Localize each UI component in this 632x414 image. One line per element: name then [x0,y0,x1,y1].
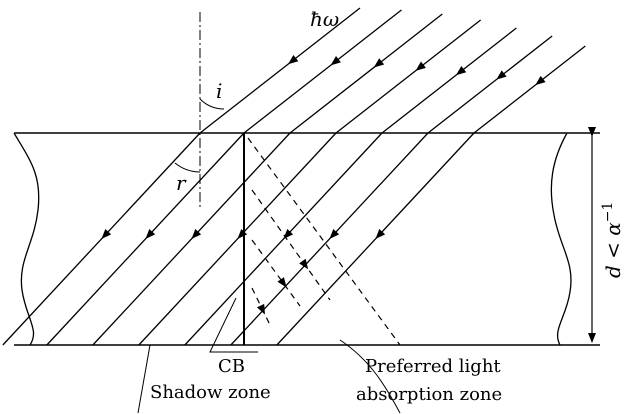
refracted-ray [276,132,475,346]
incident-ray-arrowhead [455,65,467,76]
incident-ray-arrowhead [496,70,507,80]
incident-ray [427,35,553,134]
incident-ray-arrowhead [288,54,299,65]
refraction-angle-arc [174,162,201,173]
refraction-angle-label: r [176,171,187,195]
refracted-ray-arrowhead [237,228,248,239]
preferred-zone-label-line1: Preferred light [365,356,501,377]
refracted-ray-arrowhead [191,228,202,239]
cb-leader-line [209,297,258,353]
incident-ray-arrowhead [415,61,426,71]
dashed-ray-group [247,137,401,346]
refracted-ray [184,132,383,346]
dashed-ray [247,137,401,346]
dashed-ray-arrowhead [256,303,265,315]
refracted-ray-group [2,132,475,346]
dashed-ray [251,287,271,326]
incidence-angle-label: i [216,79,222,103]
slab-right-break-edge [550,132,572,346]
slab-left-break-edge [13,132,40,346]
preferred-zone-leader-line [339,339,401,414]
refracted-ray-arrowhead [283,228,294,239]
dashed-ray-arrowhead [299,258,309,270]
refracted-ray-arrowhead [145,228,156,239]
cb-label: CB [218,356,245,377]
incident-ray [381,27,517,134]
refracted-ray-arrowhead [375,228,386,239]
incident-ray-arrowhead [330,56,341,66]
refracted-ray [46,132,245,346]
photon-energy-label: ħω [310,7,339,31]
incident-ray [473,45,586,134]
refracted-ray-arrowhead [101,228,112,239]
thickness-label: d < α−1 [600,202,625,278]
shadow-zone-label: Shadow zone [150,382,271,403]
shadow-zone-leader-line [137,344,151,414]
incident-ray-arrowhead [373,58,385,68]
refracted-ray [2,132,201,346]
incident-ray [335,19,482,134]
incident-ray-arrowhead [535,75,546,86]
thickness-label-exponent: −1 [600,202,616,223]
incident-ray-group [199,7,586,134]
incident-ray [289,13,443,134]
incidence-angle-arc [199,98,225,110]
dashed-ray-arrowhead [277,277,287,288]
incident-ray [243,9,402,134]
thickness-label-main: d < α [601,222,625,278]
dashed-ray [251,239,301,307]
dashed-ray [251,189,331,301]
preferred-zone-label-line2: absorption zone [356,384,502,405]
refracted-ray-arrowhead [329,228,340,239]
incident-ray [199,7,361,134]
